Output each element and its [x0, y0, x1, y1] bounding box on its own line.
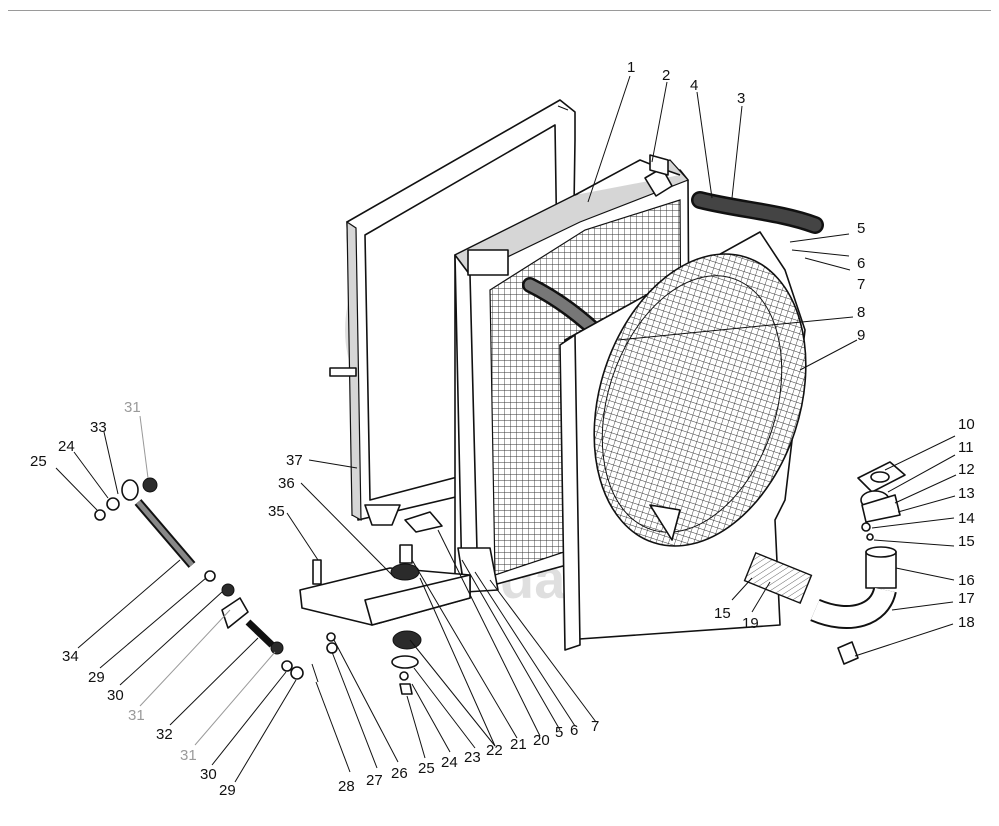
flange-assembly-part [810, 461, 906, 665]
callout-1: 1 [627, 59, 635, 76]
callout-30b: 30 [200, 766, 217, 783]
callout-7a: 7 [857, 276, 865, 293]
callout-2: 2 [662, 67, 670, 84]
fasteners-part [326, 630, 422, 695]
callout-19: 19 [742, 615, 759, 632]
callout-13: 13 [958, 485, 975, 502]
tension-rod-part [94, 477, 319, 683]
callout-26: 26 [391, 765, 408, 782]
callout-24a: 24 [58, 438, 75, 455]
callout-5b: 5 [555, 724, 563, 741]
callout-18: 18 [958, 614, 975, 631]
callout-36: 36 [278, 475, 295, 492]
callout-17: 17 [958, 590, 975, 607]
callout-31b: 31 [128, 707, 145, 724]
callout-20: 20 [533, 732, 550, 749]
callout-28: 28 [338, 778, 355, 795]
callout-21: 21 [510, 736, 527, 753]
callout-12: 12 [958, 461, 975, 478]
callout-37: 37 [286, 452, 303, 469]
callout-23: 23 [464, 749, 481, 766]
callout-31a: 31 [124, 399, 141, 416]
callout-29a: 29 [88, 669, 105, 686]
callout-25a: 25 [30, 453, 47, 470]
callout-32: 32 [156, 726, 173, 743]
callout-3: 3 [737, 90, 745, 107]
bolt-35-part [312, 559, 322, 585]
callout-15b: 15 [714, 605, 731, 622]
callout-15a: 15 [958, 533, 975, 550]
leader-lines [55, 75, 957, 783]
callout-10: 10 [958, 416, 975, 433]
hose-19-part [743, 551, 813, 605]
callout-4: 4 [690, 77, 698, 94]
callout-31c: 31 [180, 747, 197, 764]
callout-14: 14 [958, 510, 975, 527]
callout-29b: 29 [219, 782, 236, 799]
callout-11: 11 [958, 439, 974, 456]
callout-35: 35 [268, 503, 285, 520]
callout-22: 22 [486, 742, 503, 759]
fan-shroud-part [559, 231, 807, 651]
callout-7b: 7 [591, 718, 599, 735]
bracket-36-part [299, 511, 471, 626]
callout-27: 27 [366, 772, 383, 789]
callout-labels: 1 2 3 4 5 6 7 8 9 10 11 12 13 14 15 16 1… [30, 59, 975, 799]
callout-5a: 5 [857, 220, 865, 237]
callout-25b: 25 [418, 760, 435, 777]
callout-24b: 24 [441, 754, 458, 771]
callout-6b: 6 [570, 722, 578, 739]
callout-34: 34 [62, 648, 79, 665]
callout-9: 9 [857, 327, 865, 344]
callout-16: 16 [958, 572, 975, 589]
callout-30a: 30 [107, 687, 124, 704]
callout-6a: 6 [857, 255, 865, 272]
top-rule [8, 10, 991, 11]
callout-33: 33 [90, 419, 107, 436]
callout-8: 8 [857, 304, 865, 321]
